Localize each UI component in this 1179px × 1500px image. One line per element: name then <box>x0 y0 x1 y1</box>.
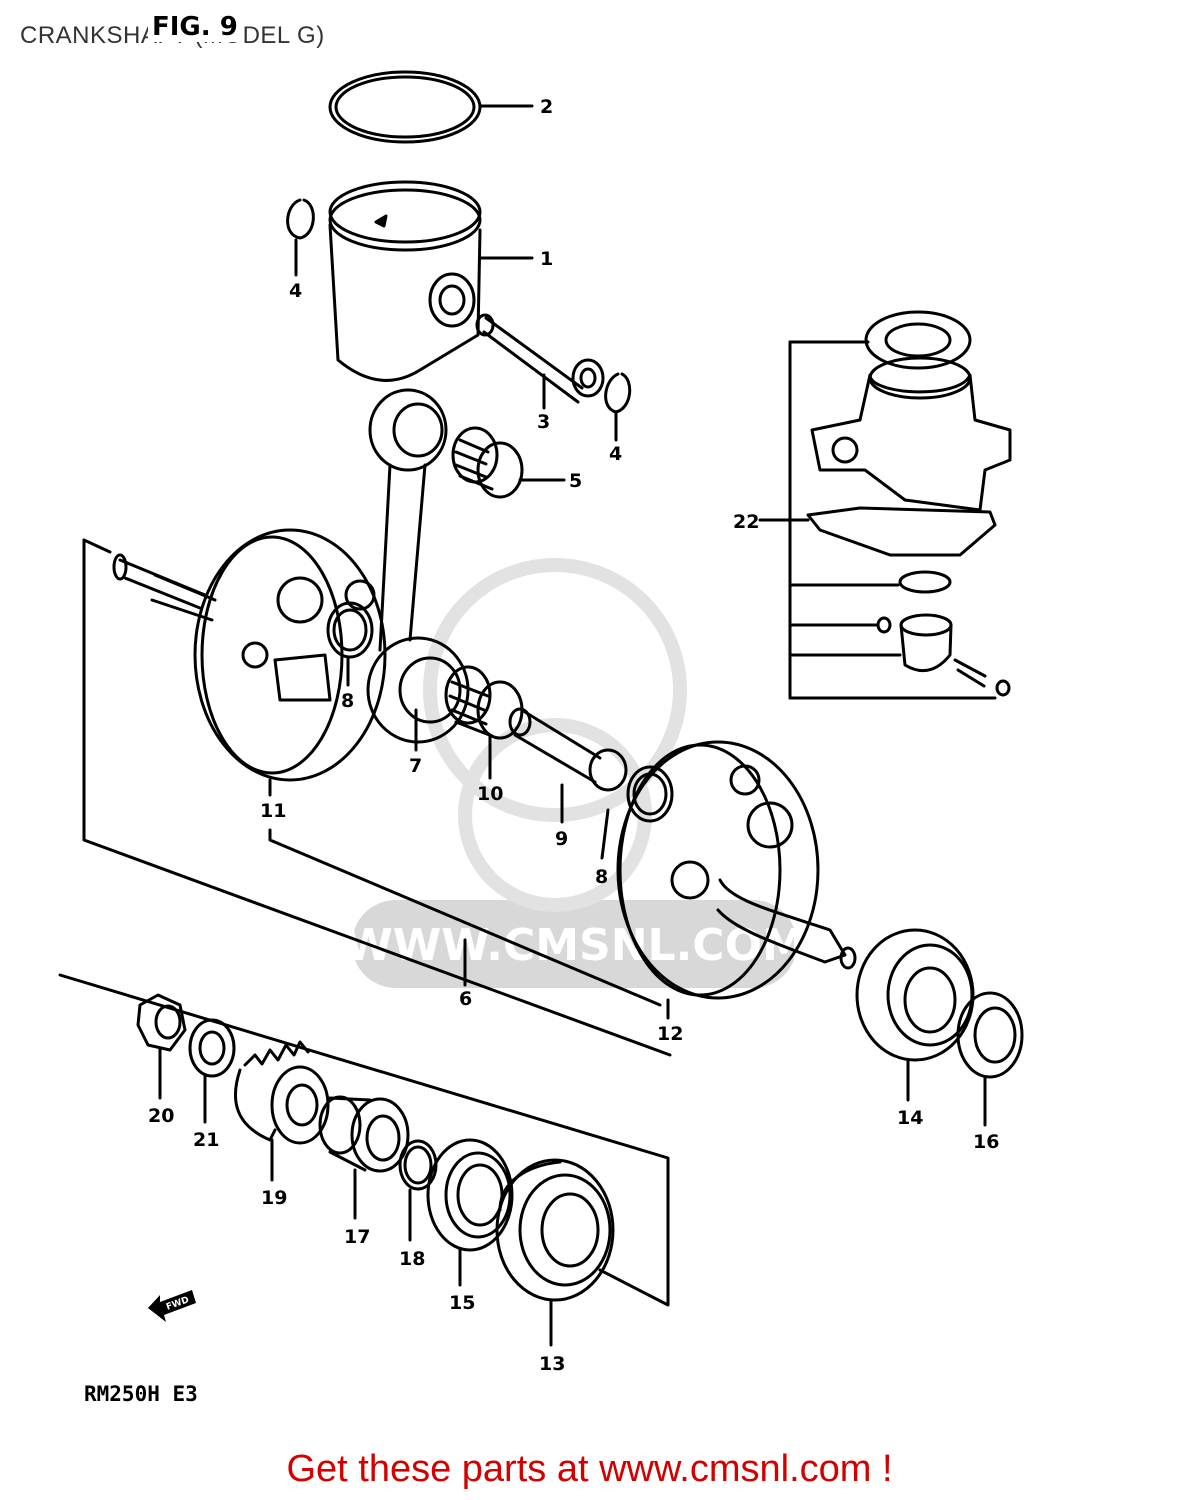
callout-22: 22 <box>733 511 759 533</box>
part-connecting-rod[interactable] <box>366 388 470 744</box>
part-main-bearing-right[interactable] <box>855 928 975 1062</box>
callout-6: 6 <box>459 988 472 1010</box>
model-code: RM250H E3 <box>84 1382 198 1406</box>
part-main-bearing-left[interactable] <box>495 1158 615 1302</box>
crankshaft-assembly-bracket <box>82 538 672 1057</box>
part-small-end-bearing[interactable] <box>451 426 524 499</box>
part-circlip-right[interactable] <box>604 372 632 414</box>
callout-13: 13 <box>539 1353 565 1375</box>
part-oil-seal-left[interactable] <box>426 1138 514 1252</box>
fwd-arrow-label: FWD <box>165 1295 191 1312</box>
part-o-ring[interactable] <box>398 1139 438 1191</box>
part-oil-seal-right[interactable] <box>956 991 1024 1079</box>
part-piston[interactable] <box>328 180 482 382</box>
callout-8a: 8 <box>341 690 354 712</box>
parts-link[interactable]: Get these parts at www.cmsnl.com ! <box>286 1448 893 1490</box>
part-piston-ring[interactable] <box>328 70 482 144</box>
callout-15: 15 <box>449 1292 475 1314</box>
callout-14: 14 <box>897 1107 923 1129</box>
callout-10: 10 <box>477 783 503 805</box>
callout-5: 5 <box>569 470 582 492</box>
callout-numbers: 2 1 4 3 4 5 22 8 7 10 11 9 8 6 12 20 14 … <box>148 96 999 1375</box>
part-left-crank-half[interactable] <box>112 528 387 782</box>
callout-21: 21 <box>193 1129 219 1151</box>
callout-16: 16 <box>973 1131 999 1153</box>
lower-parts-bracket <box>58 973 670 1307</box>
callout-9: 9 <box>555 828 568 850</box>
callout-17: 17 <box>344 1226 370 1248</box>
callout-11: 11 <box>260 800 286 822</box>
callout-3: 3 <box>537 411 550 433</box>
callout-1: 1 <box>540 248 553 270</box>
callout-12: 12 <box>657 1023 683 1045</box>
part-right-crank-half[interactable] <box>616 740 857 1000</box>
fwd-arrow-icon: FWD <box>148 1290 196 1322</box>
callout-19: 19 <box>261 1187 287 1209</box>
callout-4b: 4 <box>609 443 622 465</box>
part-crank-pin[interactable] <box>508 707 628 792</box>
part-washer[interactable] <box>188 1018 236 1078</box>
part-thrust-washer-left[interactable] <box>326 601 374 659</box>
watermark: WWW.CMSNL.COM <box>344 558 806 988</box>
part-piston-pin[interactable] <box>475 313 605 404</box>
callout-8b: 8 <box>595 866 608 888</box>
callout-20: 20 <box>148 1105 174 1127</box>
figure-label: FIG. 9 <box>148 12 242 42</box>
callout-2: 2 <box>540 96 553 118</box>
part-spacer[interactable] <box>318 1095 410 1173</box>
watermark-text: WWW.CMSNL.COM <box>344 920 806 971</box>
callout-18: 18 <box>399 1248 425 1270</box>
part-primary-drive-gear[interactable] <box>233 1040 330 1145</box>
part-circlip-left[interactable] <box>286 198 315 240</box>
callout-4a: 4 <box>289 280 302 302</box>
callout-7: 7 <box>409 755 422 777</box>
part-top-end-kit[interactable] <box>806 310 1012 697</box>
part-nut[interactable] <box>136 993 187 1052</box>
